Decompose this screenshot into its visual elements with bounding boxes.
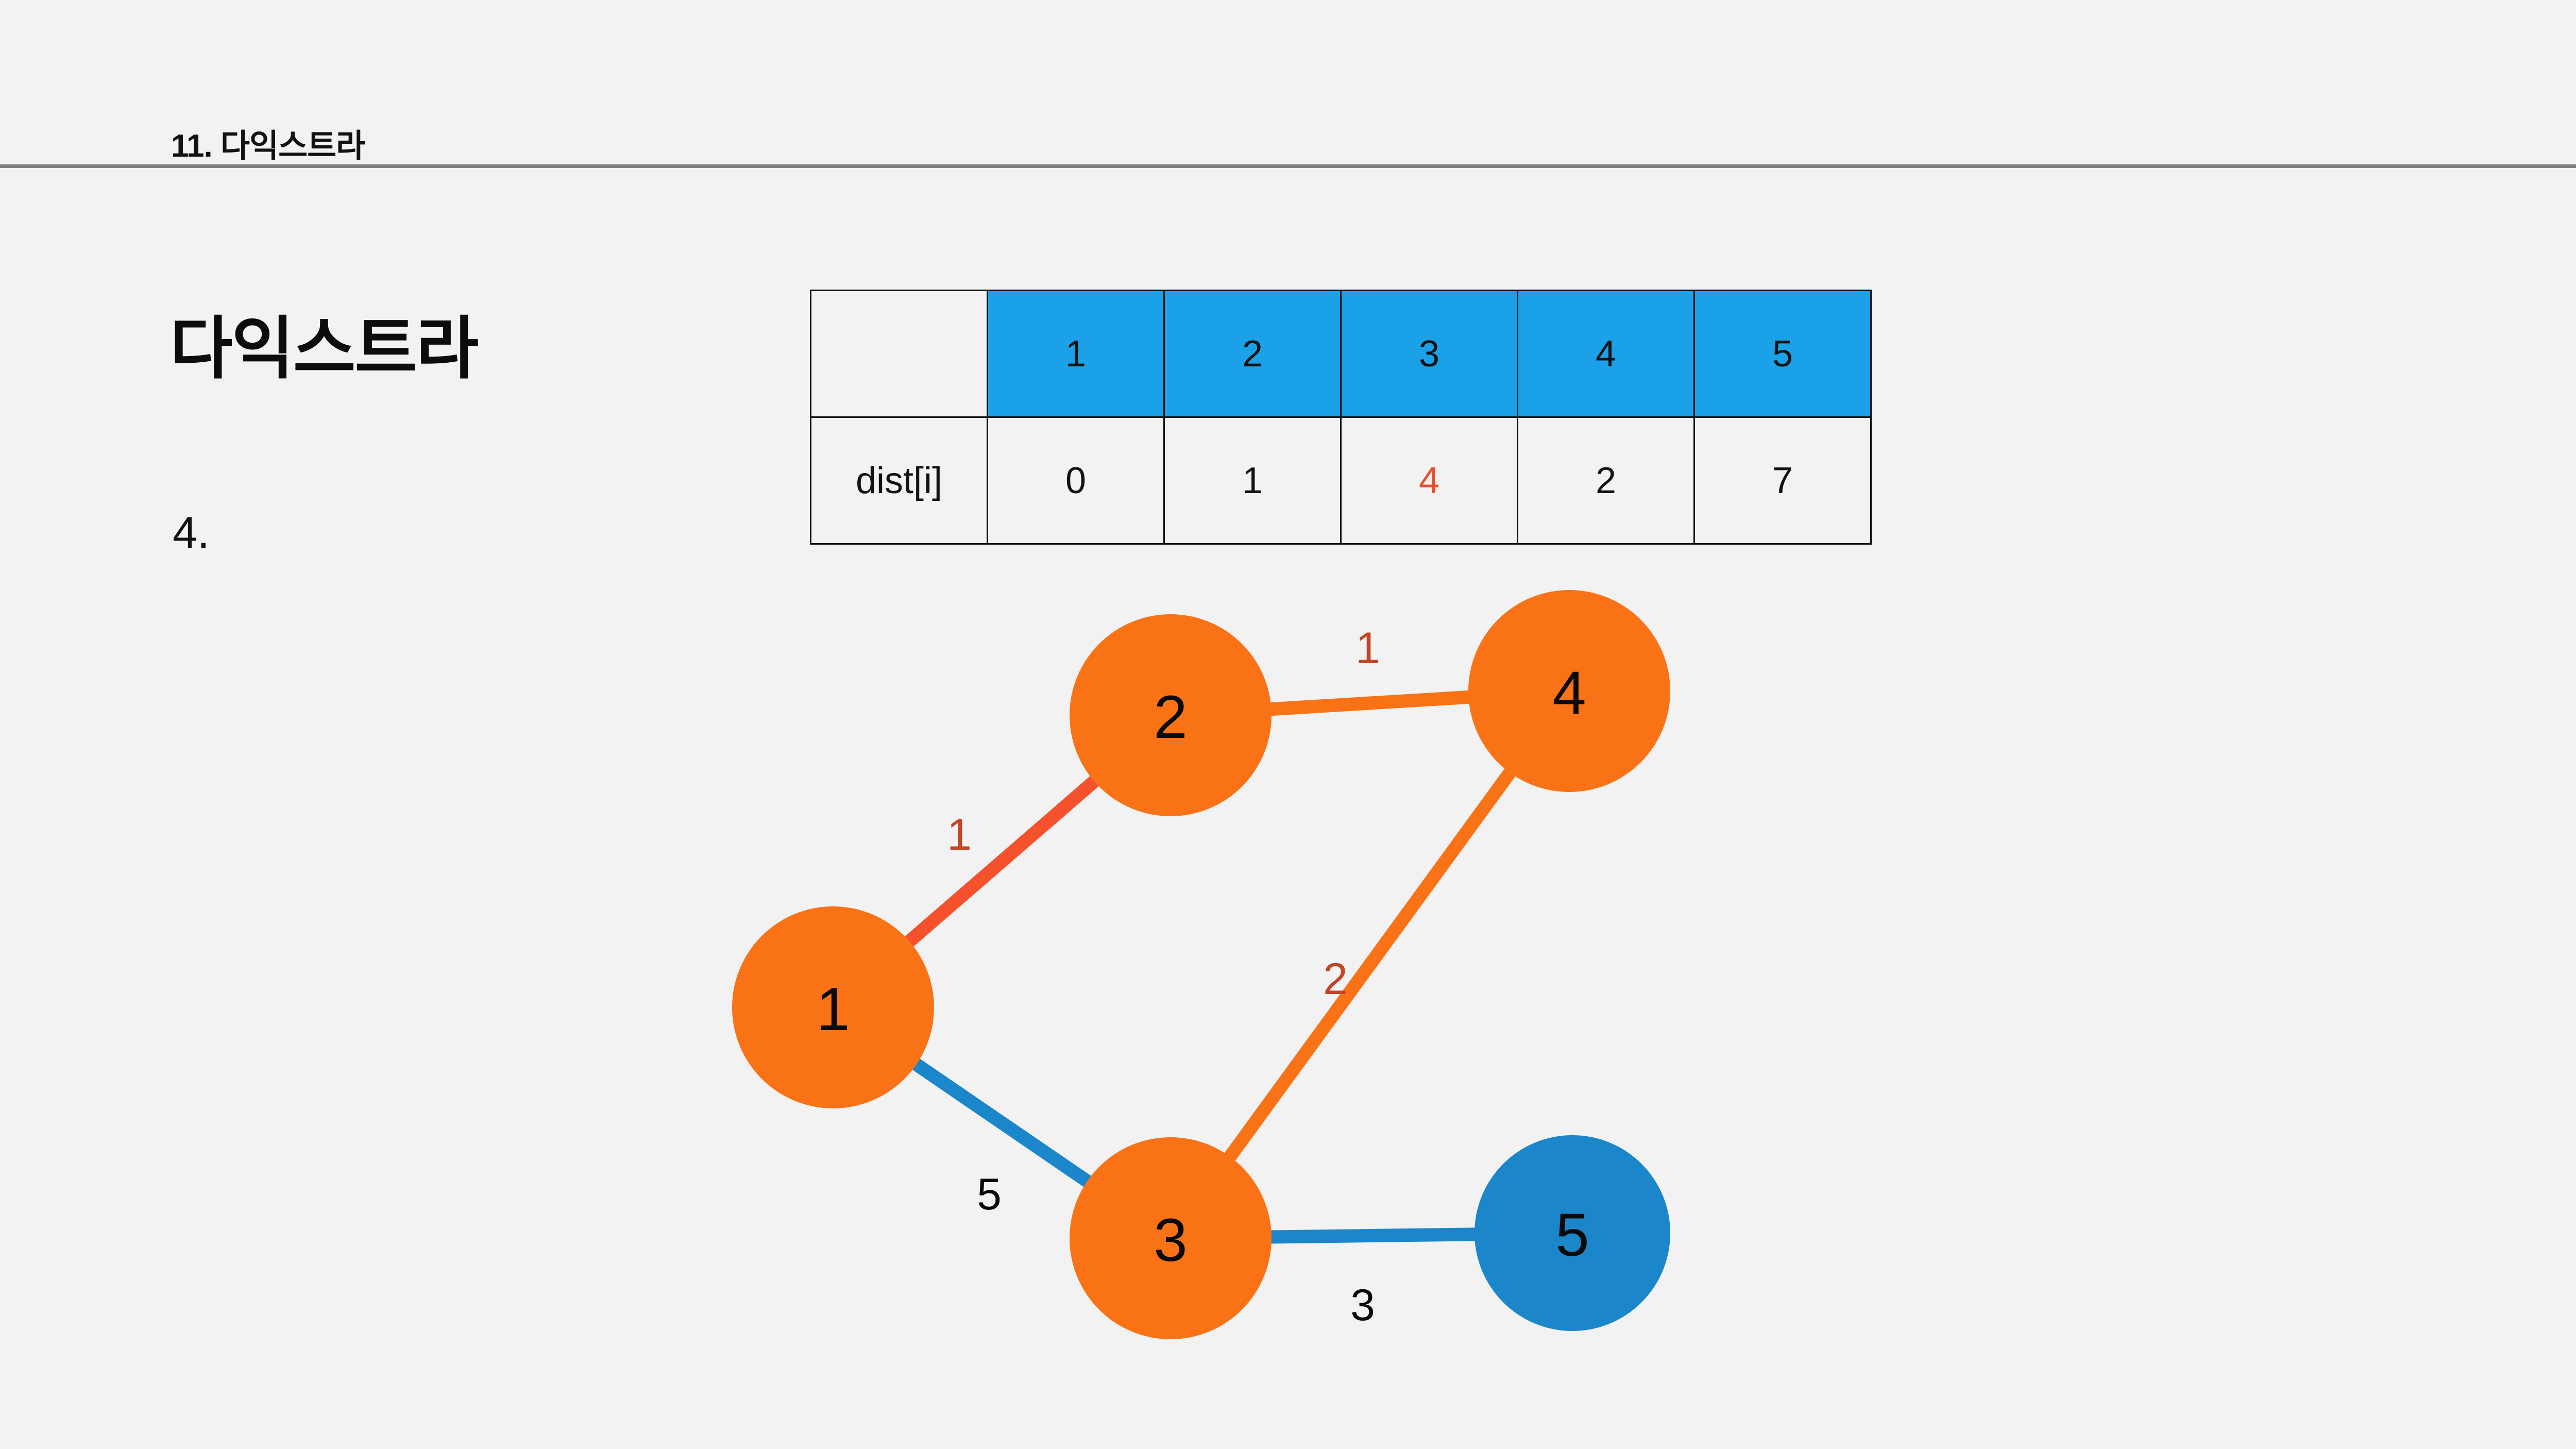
dist-value-1: 0 xyxy=(987,416,1165,545)
graph-node-layer: 1 2 3 4 5 xyxy=(732,590,1670,1339)
dist-value-4: 2 xyxy=(1517,416,1695,545)
graph-node-1 xyxy=(732,906,934,1108)
table-corner-cell xyxy=(810,290,988,418)
graph-edge-3-5 xyxy=(1170,1226,1573,1245)
graph-node-label-5: 5 xyxy=(1555,1201,1589,1269)
table-header-cell-2: 2 xyxy=(1163,290,1342,418)
table-header-cell-4: 4 xyxy=(1517,290,1695,418)
step-number-label: 4. xyxy=(173,508,210,558)
dist-value-5: 7 xyxy=(1693,416,1872,545)
graph-edge-1-2 xyxy=(828,710,1175,1013)
table-header-cell-1: 1 xyxy=(987,290,1165,418)
graph-edge-1-3 xyxy=(829,1002,1175,1244)
table-data-row: dist[i] 0 1 4 2 7 xyxy=(810,416,1872,545)
graph-edge-weight-1-3: 5 xyxy=(977,1170,1002,1219)
graph-weight-layer: 1 1 2 5 3 xyxy=(947,624,1380,1330)
dist-table: 1 2 3 4 5 dist[i] 0 1 4 2 7 xyxy=(810,290,1872,545)
table-row-label: dist[i] xyxy=(810,416,988,545)
slide-header-title: 11. 다익스트라 xyxy=(171,128,365,164)
graph-edge-3-4 xyxy=(1165,687,1575,1242)
graph-edge-layer xyxy=(828,684,1575,1245)
graph-node-label-4: 4 xyxy=(1552,659,1586,727)
graph-edge-weight-1-2: 1 xyxy=(947,810,972,860)
graph-node-label-2: 2 xyxy=(1154,683,1188,751)
dist-value-2: 1 xyxy=(1163,416,1342,545)
table-header-row: 1 2 3 4 5 xyxy=(810,290,1872,418)
page-title: 다익스트라 xyxy=(170,311,479,386)
graph-node-4 xyxy=(1468,590,1670,792)
graph-node-label-3: 3 xyxy=(1154,1206,1188,1274)
graph-edge-2-4 xyxy=(1170,684,1570,722)
graph-edge-weight-3-4: 2 xyxy=(1323,954,1348,1004)
header-divider xyxy=(0,164,2576,168)
slide-header: 11. 다익스트라 xyxy=(0,0,2576,168)
graph-edge-weight-3-5: 3 xyxy=(1350,1280,1375,1330)
dist-value-3: 4 xyxy=(1340,416,1518,545)
graph-node-5 xyxy=(1475,1135,1670,1331)
table-header-cell-5: 5 xyxy=(1693,290,1872,418)
graph-node-2 xyxy=(1070,614,1272,816)
graph-node-label-1: 1 xyxy=(816,975,850,1043)
graph-edge-weight-2-4: 1 xyxy=(1355,624,1380,673)
graph-node-3 xyxy=(1070,1137,1272,1339)
table-header-cell-3: 3 xyxy=(1340,290,1518,418)
